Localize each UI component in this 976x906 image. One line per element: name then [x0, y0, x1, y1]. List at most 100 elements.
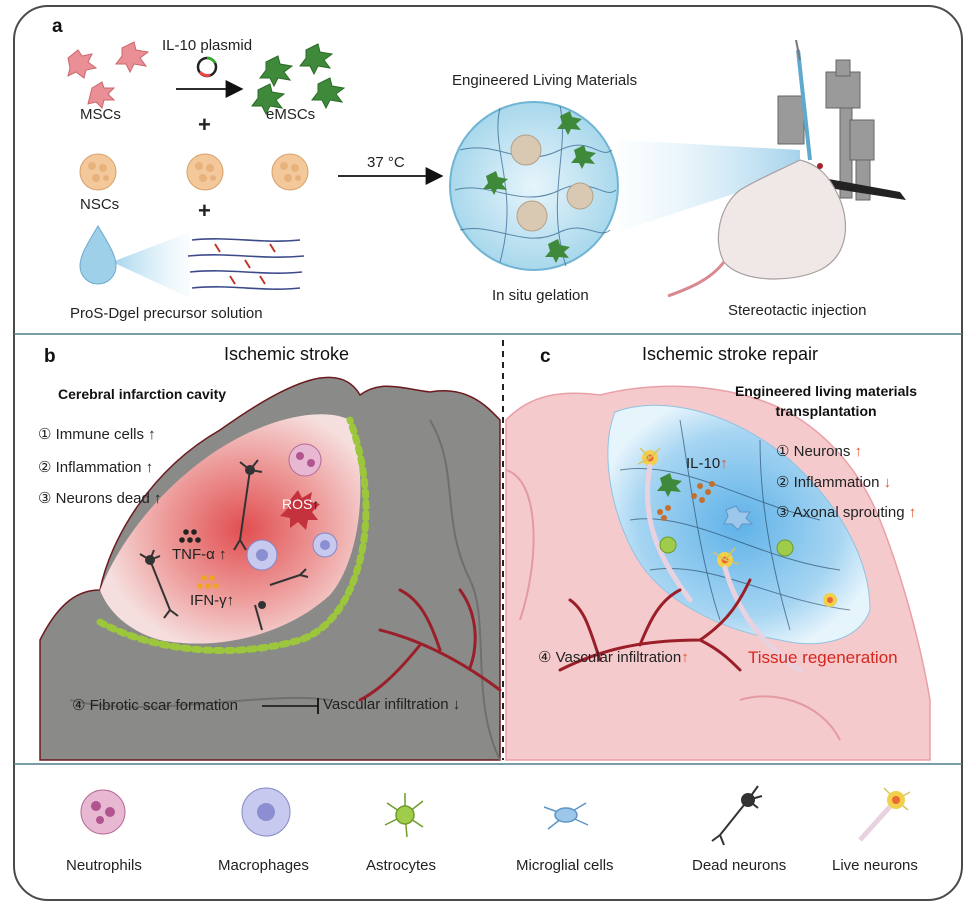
- legend-live-neurons: Live neurons: [832, 857, 918, 874]
- precursor-beam: [112, 232, 190, 298]
- il10-text: IL-10: [686, 455, 721, 472]
- up-arrow-icon: ↑: [908, 504, 917, 521]
- elm-emsc-cells: [483, 111, 596, 263]
- panel-c-item-1: ① Neurons ↑: [776, 442, 862, 460]
- elm-sphere: [449, 101, 619, 271]
- up-arrow-icon: ↑: [154, 490, 162, 507]
- plus-sign-1: +: [198, 112, 211, 137]
- legend-astrocytes: Astrocytes: [366, 857, 437, 874]
- emsc-cells: [251, 43, 346, 116]
- tnf-dots: [179, 529, 201, 543]
- polymer-strands: [187, 238, 305, 290]
- item-text: Inflammation: [793, 474, 880, 491]
- up-arrow-icon: ↑: [681, 649, 689, 666]
- item-number: ②: [776, 474, 790, 491]
- vascular-text: Vascular infiltration: [555, 649, 682, 666]
- neutrophil-cell: [288, 443, 322, 477]
- scar-label: ④ Fibrotic scar formation: [72, 696, 238, 714]
- stereotactic-frame-icon: [777, 59, 875, 201]
- up-arrow-icon: ↑: [219, 546, 227, 563]
- panel-c-subtitle-2: transplantation: [775, 403, 877, 419]
- panel-b-letter: b: [44, 346, 56, 367]
- item-text: Neurons: [793, 443, 851, 460]
- plus-sign-2: +: [198, 198, 211, 223]
- ifn-dots: [197, 575, 219, 589]
- neutrophil-icon: [80, 789, 126, 835]
- vascular-right-label: ④ Vascular infiltration↑: [538, 648, 689, 666]
- blood-vessels-right: [558, 578, 752, 672]
- down-arrow-icon: ↓: [883, 474, 892, 491]
- microglia-cell: [723, 505, 754, 531]
- up-arrow-icon: ↑: [145, 459, 154, 476]
- astrocyte-icon: [384, 793, 424, 838]
- up-arrow-icon: ↑: [720, 455, 728, 472]
- item-number: ④: [538, 649, 552, 666]
- item-number: ③: [38, 490, 52, 507]
- elm-label: Engineered Living Materials: [452, 72, 638, 89]
- ros-icon: [280, 490, 320, 530]
- item-number: ①: [776, 443, 790, 460]
- panel-a-letter: a: [52, 16, 63, 37]
- vascular-text: Vascular infiltration: [323, 696, 449, 713]
- panel-c-letter: c: [540, 346, 551, 367]
- panel-b-subtitle: Cerebral infarction cavity: [58, 386, 227, 402]
- vascular-left-label: Vascular infiltration ↓: [323, 696, 460, 713]
- item-number: ①: [38, 426, 52, 443]
- astrocyte-cell: [659, 536, 794, 557]
- panel-b-item-3: ③ Neurons dead ↑: [38, 489, 162, 507]
- ifn-label: IFN-γ↑: [190, 592, 234, 609]
- nscs-label: NSCs: [80, 196, 120, 213]
- msc-cells: [67, 41, 150, 109]
- rat-icon: [717, 159, 847, 280]
- nsc-spheres: [79, 153, 309, 191]
- gelation-label: In situ gelation: [492, 287, 589, 304]
- mscs-label: MSCs: [80, 106, 121, 123]
- temperature-label: 37 °C: [367, 154, 405, 171]
- precursor-label: ProS-Dgel precursor solution: [70, 305, 263, 322]
- panel-c-subtitle-1: Engineered living materials: [734, 383, 918, 399]
- panel-c-item-3: ③ Axonal sprouting ↑: [776, 503, 916, 521]
- panel-b-title: Ischemic stroke: [224, 344, 350, 364]
- repair-network: [619, 419, 851, 631]
- live-neuron-icon: [858, 787, 911, 842]
- regeneration-label: Tissue regeneration: [748, 648, 898, 667]
- dead-neuron-cell: [139, 459, 309, 631]
- injection-beam: [618, 140, 800, 232]
- il10-dots: [657, 481, 715, 521]
- panel-b-item-2: ② Inflammation ↑: [38, 458, 153, 476]
- up-arrow-icon: ↑: [312, 496, 320, 512]
- ros-label: ROS↑: [282, 496, 319, 512]
- tnf-text: TNF-α: [172, 546, 215, 563]
- item-text: Axonal sprouting: [792, 504, 905, 521]
- tnf-label: TNF-α ↑: [172, 546, 227, 563]
- dead-neuron-icon: [711, 785, 763, 846]
- item-text: Neurons dead: [55, 490, 150, 507]
- blood-vessels-left: [358, 588, 502, 702]
- up-arrow-icon: ↑: [226, 592, 235, 609]
- item-number: ④: [72, 697, 86, 714]
- item-number: ②: [38, 459, 52, 476]
- legend-microglial: Microglial cells: [516, 857, 614, 874]
- ifn-text: IFN-γ: [190, 592, 227, 609]
- plasmid-label: IL-10 plasmid: [162, 37, 253, 54]
- up-arrow-icon: ↑: [148, 426, 156, 443]
- up-arrow-icon: ↑: [854, 443, 863, 460]
- panel-c-item-2: ② Inflammation ↓: [776, 473, 891, 491]
- precursor-droplet-icon: [79, 225, 117, 285]
- legend-macrophages: Macrophages: [218, 857, 309, 874]
- ros-text: ROS: [282, 496, 313, 512]
- il10-label: IL-10↑: [686, 455, 728, 472]
- repair-emsc-cell: [657, 473, 682, 497]
- legend-neutrophils: Neutrophils: [66, 857, 142, 874]
- legend-dead-neurons: Dead neurons: [692, 857, 787, 874]
- scar-text: Fibrotic scar formation: [89, 697, 238, 714]
- panel-c-title: Ischemic stroke repair: [642, 344, 819, 364]
- macrophage-icon: [241, 787, 291, 837]
- item-text: Immune cells: [55, 426, 144, 443]
- microglia-icon: [543, 802, 589, 830]
- fibrotic-scar: [96, 416, 370, 654]
- emscs-label: eMSCs: [266, 106, 316, 123]
- injection-label: Stereotactic injection: [728, 302, 867, 319]
